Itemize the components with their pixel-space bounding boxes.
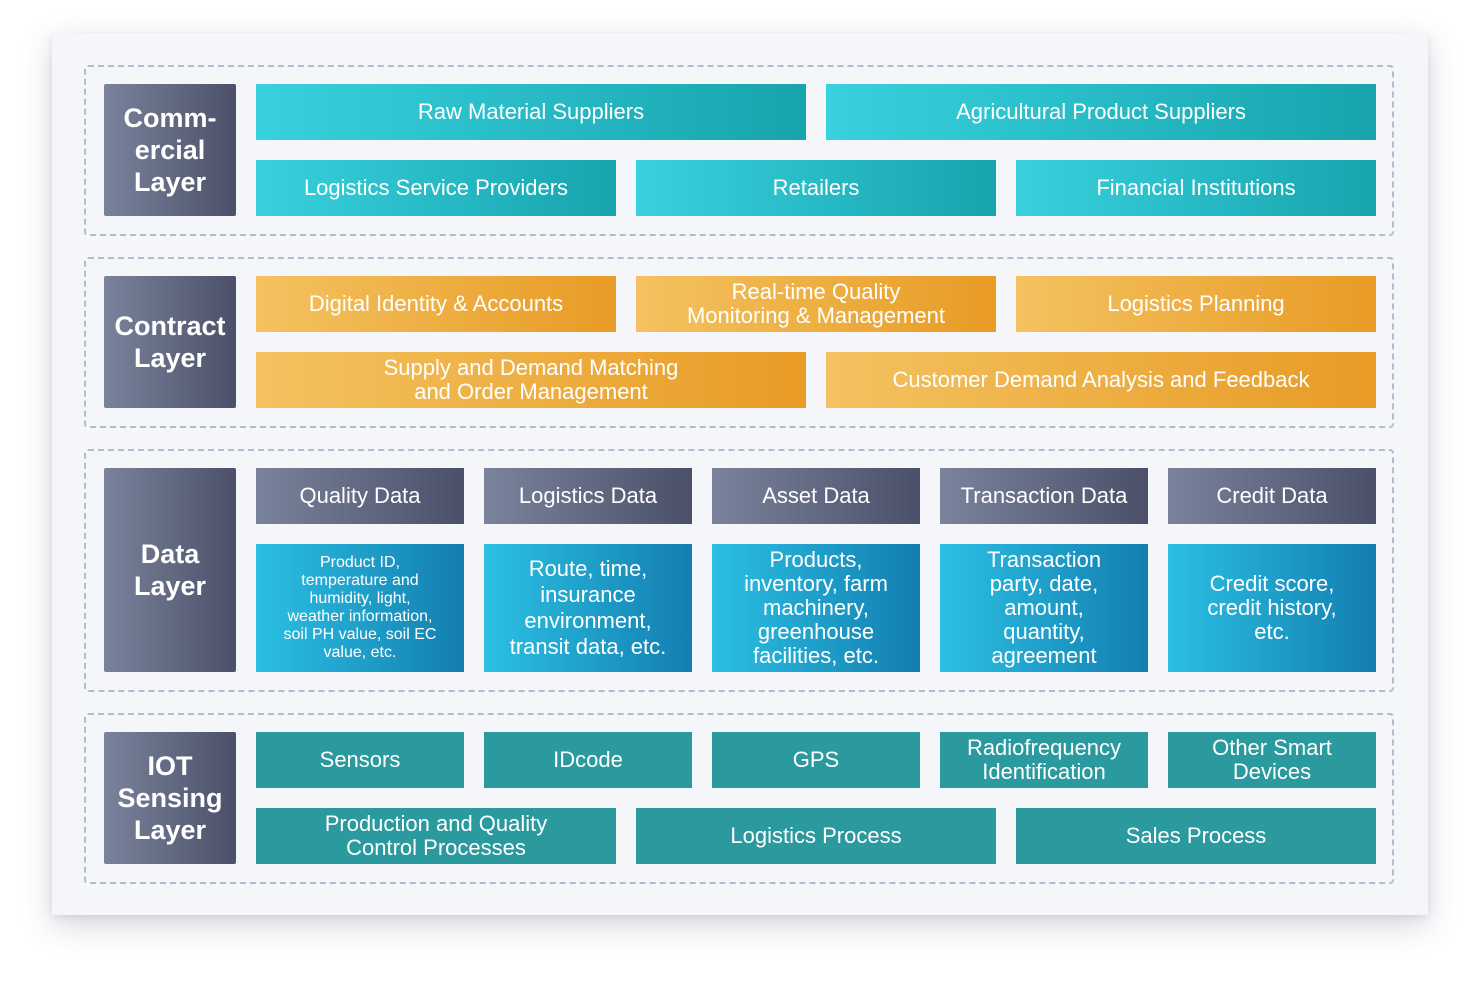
- customer-demand-analysis-box: Customer Demand Analysis and Feedback: [826, 352, 1376, 408]
- contract-layer-frame: [84, 257, 1394, 428]
- supply-demand-matching-box: Supply and Demand Matching and Order Man…: [256, 352, 806, 408]
- raw-material-suppliers-box: Raw Material Suppliers: [256, 84, 806, 140]
- transaction-data-detail: Transaction party, date, amount, quantit…: [940, 544, 1148, 672]
- commercial-layer-frame: [84, 65, 1394, 236]
- contract-layer-title: Contract Layer: [104, 276, 236, 408]
- quality-monitoring-box: Real-time Quality Monitoring & Managemen…: [636, 276, 996, 332]
- quality-data-detail: Product ID, temperature and humidity, li…: [256, 544, 464, 672]
- iot-layer-frame: [84, 713, 1394, 884]
- retailers-box: Retailers: [636, 160, 996, 216]
- transaction-data-header: Transaction Data: [940, 468, 1148, 524]
- commercial-layer-title: Comm- ercial Layer: [104, 84, 236, 216]
- iot-layer-title: IOT Sensing Layer: [104, 732, 236, 864]
- digital-identity-box: Digital Identity & Accounts: [256, 276, 616, 332]
- logistics-data-detail: Route, time, insurance environment, tran…: [484, 544, 692, 672]
- other-smart-devices-box: Other Smart Devices: [1168, 732, 1376, 788]
- sensors-box: Sensors: [256, 732, 464, 788]
- data-layer-title: Data Layer: [104, 468, 236, 672]
- gps-box: GPS: [712, 732, 920, 788]
- credit-data-detail: Credit score, credit history, etc.: [1168, 544, 1376, 672]
- logistics-process-box: Logistics Process: [636, 808, 996, 864]
- rfid-box: Radiofrequency Identification: [940, 732, 1148, 788]
- sales-process-box: Sales Process: [1016, 808, 1376, 864]
- financial-institutions-box: Financial Institutions: [1016, 160, 1376, 216]
- idcode-box: IDcode: [484, 732, 692, 788]
- logistics-planning-box: Logistics Planning: [1016, 276, 1376, 332]
- logistics-service-providers-box: Logistics Service Providers: [256, 160, 616, 216]
- asset-data-header: Asset Data: [712, 468, 920, 524]
- production-quality-control-box: Production and Quality Control Processes: [256, 808, 616, 864]
- asset-data-detail: Products, inventory, farm machinery, gre…: [712, 544, 920, 672]
- data-layer-frame: [84, 449, 1394, 692]
- agricultural-product-suppliers-box: Agricultural Product Suppliers: [826, 84, 1376, 140]
- logistics-data-header: Logistics Data: [484, 468, 692, 524]
- quality-data-header: Quality Data: [256, 468, 464, 524]
- credit-data-header: Credit Data: [1168, 468, 1376, 524]
